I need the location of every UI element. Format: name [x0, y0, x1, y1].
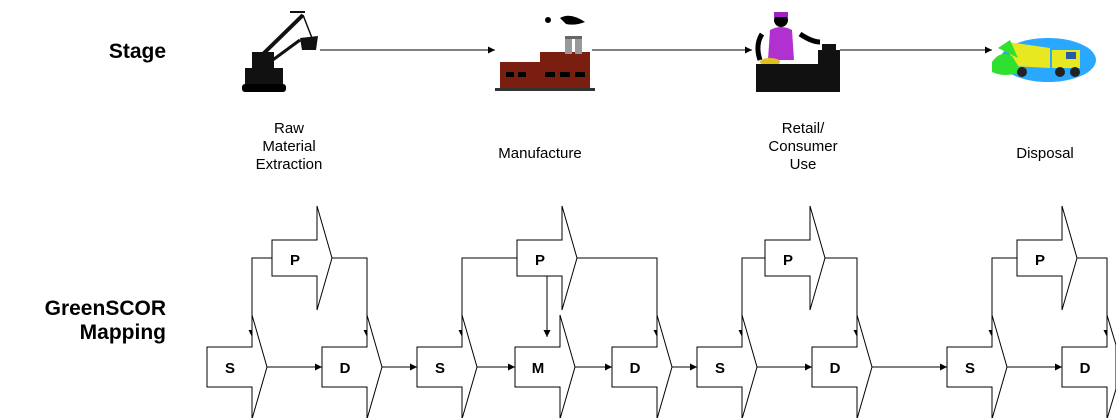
mapping-row-label: GreenSCOR Mapping — [20, 297, 166, 345]
source-block: S — [206, 314, 268, 418]
cashier-icon — [755, 12, 840, 92]
make-label: M — [532, 360, 545, 377]
stage-label-raw-material: Raw Material Extraction — [229, 120, 349, 174]
plan-connector — [1077, 257, 1111, 337]
plan-block: P — [271, 205, 333, 311]
stage-label-line: Extraction — [255, 156, 323, 173]
stage-label-line: Manufacture — [498, 145, 582, 162]
deliver-block: D — [321, 314, 383, 418]
stage-label-line: Raw — [273, 120, 304, 137]
source-block: S — [696, 314, 758, 418]
stage-label-line: Use — [789, 156, 817, 173]
deliver-label: D — [1080, 360, 1091, 377]
dump-truck-icon — [992, 38, 1096, 82]
mapping-label-line1: GreenSCOR — [44, 297, 166, 320]
plan-block: P — [764, 205, 826, 311]
stage-row-label: Stage — [108, 40, 166, 63]
plan-connector — [825, 257, 861, 337]
make-block: M — [514, 314, 576, 418]
deliver-label: D — [340, 360, 351, 377]
source-block: S — [946, 314, 1008, 418]
stage-label-line: Disposal — [1016, 145, 1074, 162]
plan-block: P — [516, 205, 578, 311]
mapping-label-line2: Mapping — [79, 321, 166, 344]
deliver-block: D — [811, 314, 873, 418]
stage-label-disposal: Disposal — [985, 145, 1105, 163]
source-label: S — [965, 360, 975, 377]
deliver-block: D — [1061, 314, 1116, 418]
source-block: S — [416, 314, 478, 418]
stage-label-line: Material — [262, 138, 316, 155]
stage-label-line: Retail/ — [781, 120, 825, 137]
stage-label-line: Consumer — [768, 138, 838, 155]
plan-connector — [458, 257, 517, 337]
deliver-block: D — [611, 314, 673, 418]
plan-connector — [577, 257, 661, 337]
source-label: S — [435, 360, 445, 377]
plan-label: P — [783, 252, 793, 269]
stage-label-manufacture: Manufacture — [480, 145, 600, 163]
source-label: S — [715, 360, 725, 377]
stage-label-retail: Retail/ Consumer Use — [743, 120, 863, 174]
factory-icon — [495, 15, 595, 91]
plan-connector — [738, 257, 765, 337]
plan-connector — [248, 257, 272, 337]
source-label: S — [225, 360, 235, 377]
plan-label: P — [535, 252, 545, 269]
plan-connector — [332, 257, 371, 337]
excavator-icon — [242, 11, 318, 92]
plan-label: P — [1035, 252, 1045, 269]
plan-block: P — [1016, 205, 1078, 311]
deliver-label: D — [830, 360, 841, 377]
plan-label: P — [290, 252, 300, 269]
deliver-label: D — [630, 360, 641, 377]
plan-connector — [988, 257, 1017, 337]
